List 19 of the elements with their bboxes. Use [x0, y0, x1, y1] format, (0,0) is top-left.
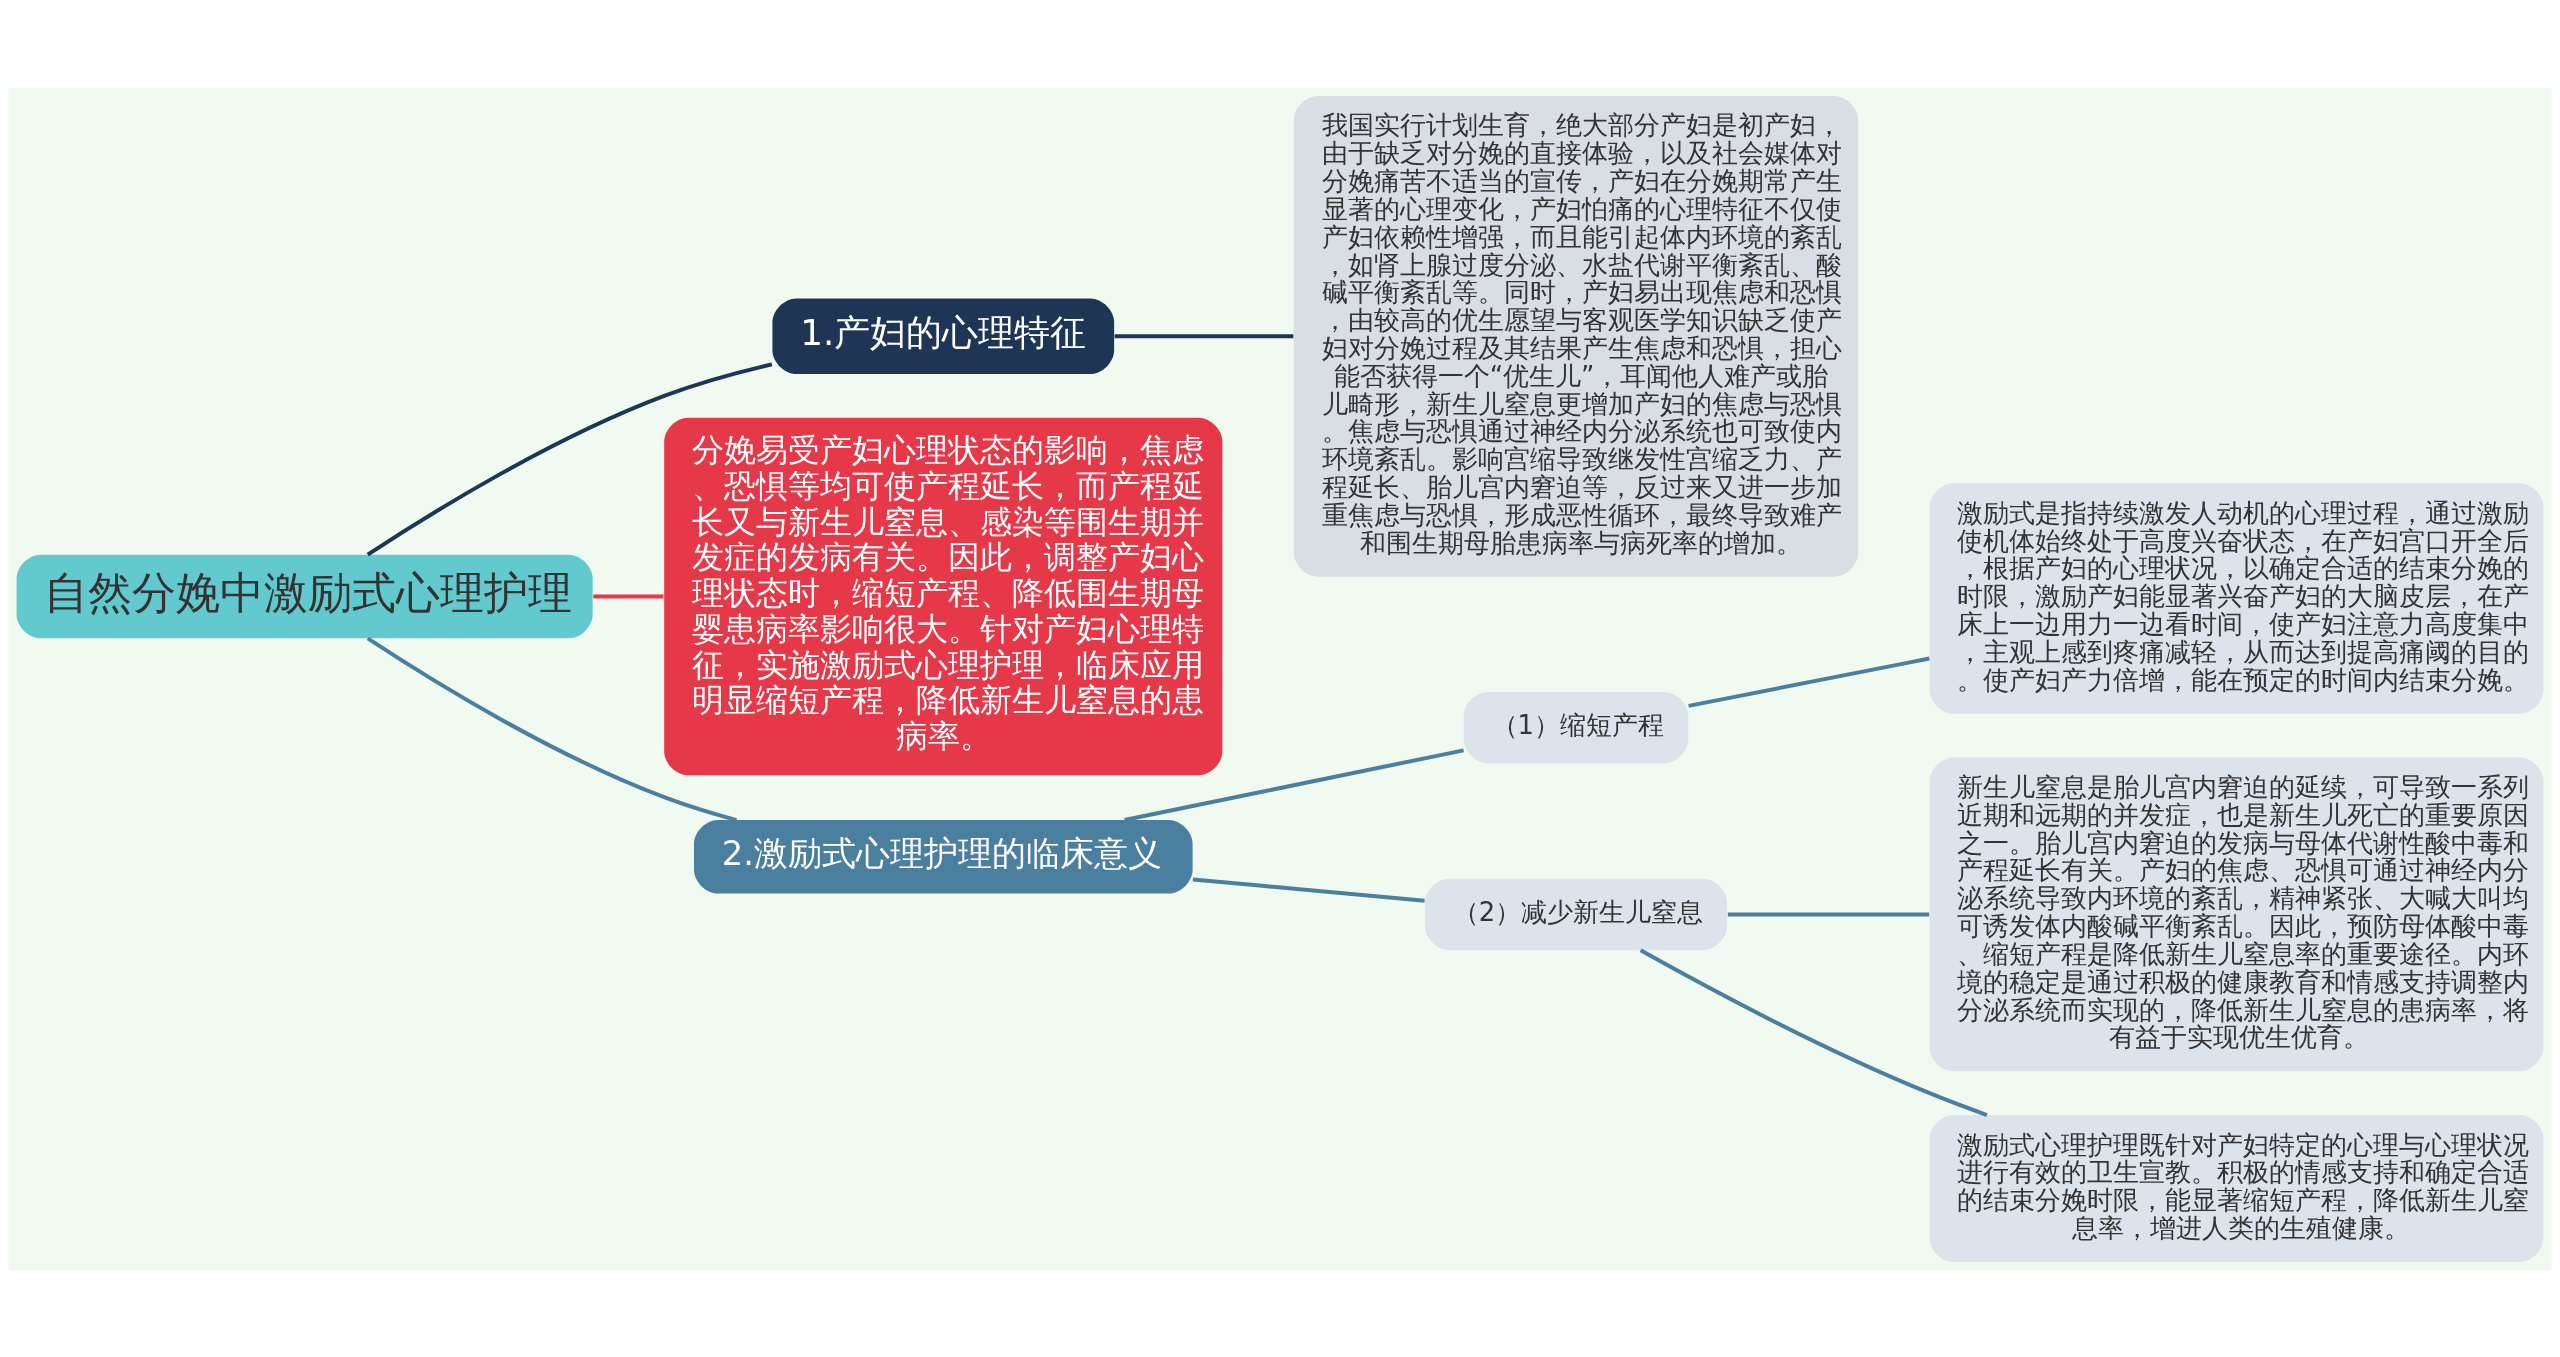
node-box: 2.激励式心理护理的临床意义: [693, 819, 1193, 894]
node-box: 激励式是指持续激发人动机的心理过程，通过激励使机体始终处于高度兴奋状态，在产妇宫口开全后，根据产妇的心理状况，以确定合适的结束分娩的时限，激励产妇能显著兴奋产妇的大脑皮层，在产床上一边用力一边看时间，使产妇注意力高度集中，主观上感到疼痛减轻，从而达到提高痛阈的目的。使产妇产力倍增，能在预定的时间内结束分娩。: [1929, 482, 2544, 714]
connector: [366, 361, 773, 556]
node-box: 我国实行计划生育，绝大部分产妇是初产妇，由于缺乏对分娩的直接体验，以及社会媒体对分娩痛苦不适当的宣传，产妇在分娩期常产生显著的心理变化，产妇怕痛的心理特征不仅使产妇依赖性增强，而且能引起体内环境的紊乱，如肾上腺过度分泌、水盐代谢平衡紊乱、酸碱平衡紊乱等。同时，产妇易出现焦虑和恐惧，由较高的优生愿望与客观医学知识缺乏使产妇对分娩过程及其结果产生焦虑和恐惧，担心能否获得一个“优生儿”，耳闻他人难产或胎儿畸形，新生儿窒息更增加产妇的焦虑与恐惧。焦虑与恐惧通过神经内分泌系统也可致使内环境紊乱。影响宫缩导致继发性宫缩乏力、产程延长、胎儿宫内窘迫等，反过来又进一步加重焦虑与恐惧，形成恶性循环，最终导致难产和围生期母胎患病率与病死率的增加。: [1293, 95, 1859, 577]
connector: [1639, 948, 1988, 1117]
node-box: （2）减少新生儿窒息: [1425, 878, 1727, 950]
node-box: 分娩易受产妇心理状态的影响，焦虑、恐惧等均可使产程延长，而产程延长又与新生儿窒息、感染等围生期并发症的发病有关。因此，调整产妇心理状态时，缩短产程、降低围生期母婴患病率影响很大。针对产妇心理特征，实施激励式心理护理，临床应用明显缩短产程，降低新生儿窒息的患病率。: [664, 417, 1223, 775]
node-box: 自然分娩中激励式心理护理: [16, 554, 593, 638]
connector: [593, 594, 664, 599]
node-box: 激励式心理护理既针对产妇特定的心理与心理状况进行有效的卫生宣教。积极的情感支持和确定合适的结束分娩时限，能显著缩短产程，降低新生儿窒息率，增进人类的生殖健康。: [1929, 1114, 2544, 1262]
connector: [1124, 747, 1464, 822]
connector: [1192, 877, 1425, 903]
node-box: （1）缩短产程: [1463, 691, 1689, 763]
connector: [1727, 911, 1930, 916]
connector: [1688, 656, 1930, 708]
node-box: 新生儿窒息是胎儿宫内窘迫的延续，可导致一系列近期和远期的并发症，也是新生儿死亡的重要原因之一。胎儿宫内窘迫的发病与母体代谢性酸中毒和产程延长有关。产妇的焦虑、恐惧可通过神经内分泌系统导致内环境的紊乱，精神紧张、大喊大叫均可诱发体内酸碱平衡紊乱。因此，预防母体酸中毒、缩短产程是降低新生儿窒息率的重要途径。内环境的稳定是通过积极的健康教育和情感支持调整内分泌系统而实现的，降低新生儿窒息的患病率，将有益于实现优生优育。: [1929, 756, 2544, 1071]
node-box: 1.产妇的心理特征: [772, 298, 1115, 374]
connector: [1114, 333, 1294, 338]
connector: [366, 636, 737, 822]
